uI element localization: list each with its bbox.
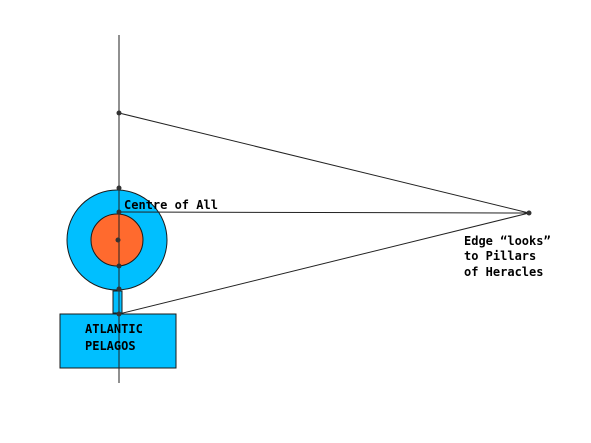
connector-stem (112, 290, 123, 314)
point-core-centre (115, 237, 121, 243)
atlantic-label-line1: ATLANTIC (85, 322, 143, 336)
atlantic-label-line2: PELAGOS (85, 339, 136, 353)
line-centre-to-edge (118, 211, 530, 214)
point-top (116, 110, 122, 116)
edge-label-line1: Edge “looks” (464, 234, 551, 248)
point-ring-top (116, 185, 122, 191)
edge-label-line2: to Pillars (464, 249, 536, 263)
centre-of-all-label: Centre of All (124, 198, 218, 212)
atlantic-box (59, 313, 177, 369)
point-edge (526, 210, 532, 216)
line-bottom-to-edge (118, 212, 530, 315)
edge-label-line3: of Heracles (464, 265, 543, 279)
point-centre-of-all (116, 209, 122, 215)
line-top-to-edge (118, 112, 530, 214)
point-ring-bottom (116, 286, 122, 292)
point-box-top (116, 311, 122, 317)
point-core-bottom (116, 263, 122, 269)
